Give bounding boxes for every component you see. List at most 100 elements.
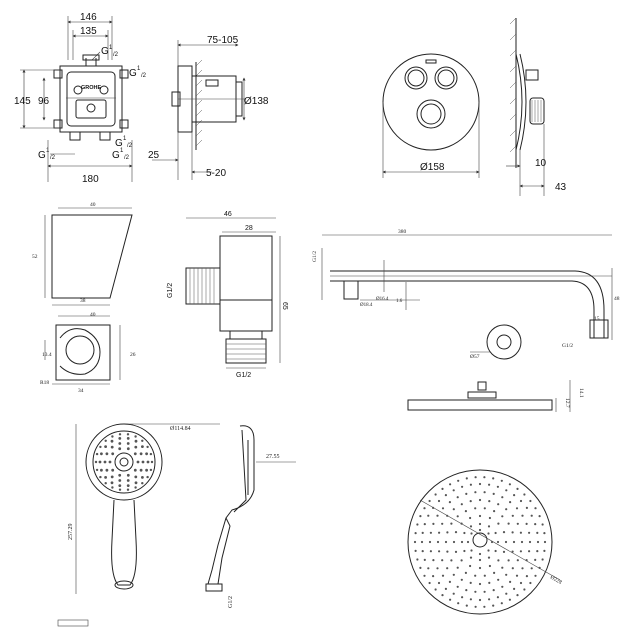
svg-text:/2: /2 xyxy=(141,73,147,79)
nozzle-dot xyxy=(474,491,477,494)
nozzle-dot xyxy=(464,571,467,575)
nozzle-dot xyxy=(521,567,524,570)
nozzle-dot xyxy=(141,439,144,442)
svg-text:38: 38 xyxy=(80,298,86,304)
valve-logo: GROHE xyxy=(81,85,102,91)
nozzle-dot xyxy=(469,556,473,559)
nozzle-dot xyxy=(534,574,537,577)
nozzle-dot xyxy=(516,559,519,562)
nozzle-dot xyxy=(432,506,435,509)
nozzle-dot xyxy=(511,531,514,534)
dim-158: Ø158 xyxy=(420,162,445,173)
dim-180: 180 xyxy=(82,174,99,185)
svg-text:15: 15 xyxy=(594,316,600,322)
nozzle-dot xyxy=(494,549,497,553)
nozzle-dot xyxy=(150,460,154,464)
nozzle-dot xyxy=(441,574,445,577)
nozzle-dot xyxy=(469,483,472,486)
nozzle-dot xyxy=(543,549,546,553)
nozzle-dot xyxy=(438,550,441,553)
shower-head-circle xyxy=(407,469,553,615)
nozzle-dot xyxy=(534,558,537,562)
nozzle-dot xyxy=(146,460,150,464)
svg-text:40: 40 xyxy=(90,312,96,318)
svg-text:380: 380 xyxy=(398,229,407,235)
svg-text:G1/2: G1/2 xyxy=(236,372,251,379)
nozzle-dot xyxy=(428,499,431,503)
hand-shower-side-view: 27.55 G1/2 xyxy=(205,425,296,608)
nozzle-dot xyxy=(444,494,447,497)
svg-text:1.6: 1.6 xyxy=(396,299,403,304)
nozzle-dot xyxy=(478,552,482,556)
svg-text:G: G xyxy=(112,150,120,161)
svg-text:G1/2: G1/2 xyxy=(562,343,573,349)
wall-connector-front-view: 40 52 38 xyxy=(32,202,133,306)
nozzle-dot xyxy=(507,559,510,562)
nozzle-dot xyxy=(505,592,508,595)
nozzle-dot xyxy=(146,445,149,449)
nozzle-dot xyxy=(414,532,417,535)
nozzle-dot xyxy=(456,496,459,499)
nozzle-dot xyxy=(110,475,114,479)
faceplate-side-view: 10 43 xyxy=(506,17,567,196)
nozzle-dot xyxy=(456,566,459,569)
nozzle-dot xyxy=(519,499,523,503)
nozzle-dot xyxy=(438,531,441,534)
faceplate-circle xyxy=(382,53,480,151)
nozzle-dot xyxy=(538,566,541,570)
nozzle-dot xyxy=(478,582,482,586)
svg-text:G1/2: G1/2 xyxy=(228,596,234,608)
nozzle-dot xyxy=(441,507,445,510)
nozzle-dot xyxy=(534,507,537,510)
nozzle-dot xyxy=(496,540,500,544)
nozzle-dot xyxy=(94,460,98,464)
nozzle-dot xyxy=(99,445,102,449)
nozzle-dot xyxy=(104,445,107,448)
dim-138: Ø138 xyxy=(244,96,269,107)
svg-text:1: 1 xyxy=(109,45,113,51)
nozzle-dot xyxy=(516,594,519,597)
nozzle-dot xyxy=(450,559,453,562)
nozzle-dot xyxy=(520,540,524,544)
nozzle-dot xyxy=(466,540,470,544)
nozzle-dot xyxy=(529,499,532,503)
nozzle-dot xyxy=(104,482,107,485)
nozzle-dot xyxy=(99,475,102,479)
nozzle-dot xyxy=(538,515,541,518)
nozzle-dot xyxy=(134,445,138,449)
nozzle-dot xyxy=(126,473,130,477)
nozzle-dot xyxy=(509,501,512,504)
nozzle-dot xyxy=(118,437,122,440)
nozzle-dot xyxy=(452,540,456,544)
svg-text:R18: R18 xyxy=(40,380,49,386)
svg-text:34: 34 xyxy=(78,388,84,394)
nozzle-dot xyxy=(100,468,103,472)
nozzle-dot xyxy=(478,528,482,532)
nozzle-dot xyxy=(501,496,504,499)
nozzle-dot xyxy=(516,522,519,525)
svg-text:28: 28 xyxy=(245,225,253,232)
nozzle-dot xyxy=(103,460,107,464)
nozzle-dot xyxy=(118,488,122,491)
valve-body xyxy=(59,65,123,133)
nozzle-dot xyxy=(437,581,441,585)
dim-96: 96 xyxy=(38,96,50,107)
nozzle-dot xyxy=(469,598,472,601)
nozzle-dot xyxy=(423,574,426,577)
nozzle-dot xyxy=(110,439,114,443)
faceplate-front-view: Ø158 xyxy=(382,53,480,178)
svg-text:G: G xyxy=(115,138,123,149)
nozzle-dot xyxy=(483,491,486,494)
nozzle-dot xyxy=(492,477,495,480)
nozzle-dot xyxy=(463,531,466,535)
nozzle-dot xyxy=(488,598,491,601)
svg-text:/2: /2 xyxy=(127,143,133,149)
nozzle-dot xyxy=(465,492,468,495)
nozzle-dot xyxy=(465,589,468,592)
nozzle-dot xyxy=(494,531,497,535)
svg-text:Ø228: Ø228 xyxy=(549,575,563,586)
nozzle-dot xyxy=(487,549,490,552)
nozzle-dot xyxy=(126,437,130,440)
nozzle-dot xyxy=(460,578,463,581)
